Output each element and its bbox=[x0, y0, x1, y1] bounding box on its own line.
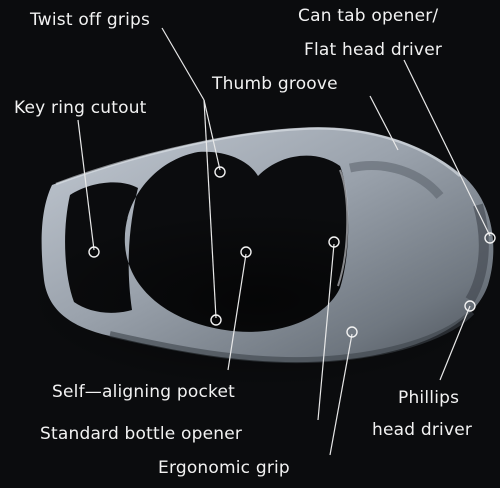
leader-ergonomic bbox=[329, 333, 353, 456]
marker-twist-off-top bbox=[214, 166, 226, 178]
label-head-driver: head driver bbox=[372, 420, 473, 440]
label-twist-off-grips: Twist off grips bbox=[30, 10, 151, 30]
marker-can-tab bbox=[484, 232, 496, 244]
label-flat-head-driver: Flat head driver bbox=[304, 40, 443, 60]
label-standard-bottle-opener: Standard bottle opener bbox=[40, 424, 243, 444]
label-thumb-groove: Thumb groove bbox=[212, 74, 338, 94]
inner-rim-highlight bbox=[337, 169, 349, 287]
label-self-aligning-pocket: Self—aligning pocket bbox=[52, 382, 235, 402]
leader-thumb-groove bbox=[369, 95, 399, 151]
leader-twist-off-2 bbox=[203, 99, 221, 171]
marker-self-aligning bbox=[240, 246, 252, 258]
marker-ergonomic bbox=[346, 326, 358, 338]
outer-rim-highlight bbox=[55, 127, 461, 186]
leader-lines bbox=[77, 27, 491, 456]
leader-standard-bottle bbox=[317, 243, 335, 421]
label-key-ring-cutout: Key ring cutout bbox=[14, 98, 147, 118]
marker-standard-bottle bbox=[328, 236, 340, 248]
leader-markers bbox=[88, 166, 496, 338]
marker-phillips bbox=[464, 300, 476, 312]
leader-phillips bbox=[439, 305, 471, 381]
leader-twist-off-3 bbox=[203, 99, 217, 319]
leader-twist-off-1 bbox=[161, 27, 205, 101]
thumb-groove-shade bbox=[348, 161, 444, 199]
marker-twist-off-bottom bbox=[210, 314, 222, 326]
leader-key-ring bbox=[77, 119, 95, 251]
marker-key-ring bbox=[88, 246, 100, 258]
tool-body bbox=[41, 127, 494, 363]
lower-edge-shade bbox=[109, 309, 475, 364]
label-can-tab-opener: Can tab opener/ bbox=[298, 6, 439, 26]
label-ergonomic-grip: Ergonomic grip bbox=[158, 458, 290, 478]
label-phillips: Phillips bbox=[398, 388, 460, 408]
leader-can-tab bbox=[403, 59, 491, 237]
leader-self-aligning bbox=[227, 253, 247, 371]
